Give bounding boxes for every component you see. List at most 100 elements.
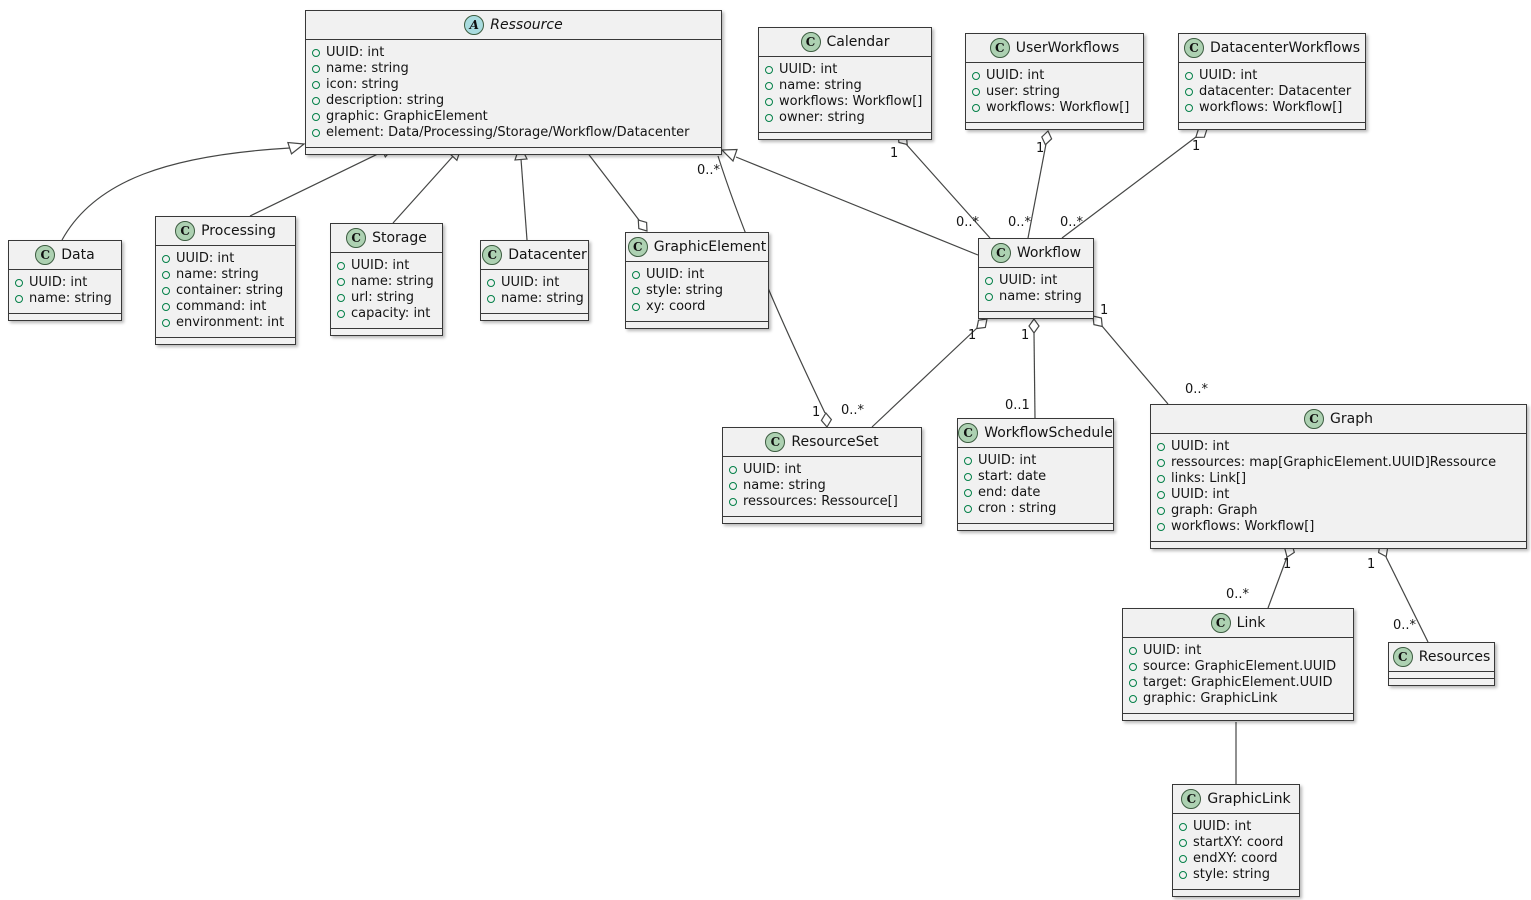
attribute-line: user: string — [972, 84, 1135, 100]
class-title: C Processing — [156, 217, 295, 245]
field-visibility-icon — [1157, 507, 1165, 515]
field-visibility-icon — [1179, 839, 1187, 847]
field-visibility-icon — [765, 114, 773, 122]
multiplicity-label: 1 — [1100, 303, 1108, 318]
attribute-line: description: string — [312, 93, 713, 109]
methods-compartment — [759, 132, 931, 139]
methods-compartment — [966, 122, 1143, 129]
field-visibility-icon — [765, 66, 773, 74]
class-name: Calendar — [826, 34, 890, 50]
attribute-line: UUID: int — [162, 251, 287, 267]
field-visibility-icon — [312, 97, 320, 105]
class-resourceset: C ResourceSet UUID: int name: string res… — [722, 427, 922, 524]
attribute-line: workflows: Workflow[] — [765, 94, 923, 110]
attribute-line: UUID: int — [632, 267, 760, 283]
attribute-line: style: string — [1179, 867, 1291, 883]
class-title: C DatacenterWorkflows — [1179, 34, 1365, 62]
field-visibility-icon — [162, 303, 170, 311]
attribute-line: target: GraphicElement.UUID — [1129, 675, 1345, 691]
attribute-line: name: string — [985, 289, 1085, 305]
field-visibility-icon — [1129, 647, 1137, 655]
field-visibility-icon — [972, 104, 980, 112]
relation-workflow-resourceset: 1 0..* — [841, 318, 988, 428]
field-visibility-icon — [1157, 475, 1165, 483]
attribute-line: UUID: int — [729, 462, 913, 478]
methods-compartment — [979, 311, 1093, 318]
attribute-line: links: Link[] — [1157, 471, 1518, 487]
attribute-line: capacity: int — [337, 306, 434, 322]
methods-compartment — [1173, 889, 1299, 896]
attribute-line: UUID: int — [337, 258, 434, 274]
field-visibility-icon — [1185, 72, 1193, 80]
class-title: C Workflow — [979, 239, 1093, 267]
attribute-line: name: string — [487, 291, 584, 307]
multiplicity-label: 0..* — [956, 215, 980, 230]
field-visibility-icon — [162, 319, 170, 327]
attribute-line: UUID: int — [1129, 643, 1345, 659]
class-name: Data — [61, 247, 95, 263]
field-visibility-icon — [312, 65, 320, 73]
field-visibility-icon — [729, 482, 737, 490]
attribute-line: owner: string — [765, 110, 923, 126]
field-visibility-icon — [632, 271, 640, 279]
relation-processing-extends-ressource — [249, 144, 398, 217]
attribute-line: UUID: int — [972, 68, 1135, 84]
field-visibility-icon — [162, 271, 170, 279]
relation-datacenter-extends-ressource — [514, 143, 528, 241]
class-title: C Link — [1123, 609, 1353, 637]
methods-compartment — [1389, 678, 1494, 685]
attribute-line: UUID: int — [985, 273, 1085, 289]
field-visibility-icon — [1129, 663, 1137, 671]
class-datacenter: C Datacenter UUID: int name: string — [480, 240, 589, 321]
field-visibility-icon — [964, 457, 972, 465]
attribute-line: icon: string — [312, 77, 713, 93]
field-visibility-icon — [632, 287, 640, 295]
attribute-line: UUID: int — [1157, 439, 1518, 455]
class-title: C GraphicLink — [1173, 785, 1299, 813]
relation-workflow-extends-ressource — [720, 148, 979, 256]
methods-compartment — [723, 516, 921, 523]
field-visibility-icon — [337, 262, 345, 270]
field-visibility-icon — [312, 49, 320, 57]
relation-ressource-graphicelement — [579, 142, 648, 232]
class-icon: C — [346, 228, 367, 248]
class-icon: C — [990, 243, 1011, 263]
class-name: Storage — [372, 230, 427, 246]
class-title: C Graph — [1151, 405, 1526, 433]
multiplicity-label: 0..* — [1393, 618, 1417, 633]
attribute-line: datacenter: Datacenter — [1185, 84, 1357, 100]
class-userworkflows: C UserWorkflows UUID: int user: string w… — [965, 33, 1144, 130]
field-visibility-icon — [162, 255, 170, 263]
class-name: Link — [1236, 615, 1266, 631]
relation-graph-resources: 1 0..* — [1367, 543, 1429, 643]
class-name: GraphicElement — [653, 239, 767, 255]
attribute-line: graph: Graph — [1157, 503, 1518, 519]
field-visibility-icon — [1157, 523, 1165, 531]
multiplicity-label: 1 — [1021, 328, 1029, 343]
class-title: C GraphicElement — [626, 233, 768, 261]
attribute-line: ressources: map[GraphicElement.UUID]Ress… — [1157, 455, 1518, 471]
class-resources: C Resources — [1388, 642, 1495, 686]
attribute-line: UUID: int — [765, 62, 923, 78]
attribute-line: style: string — [632, 283, 760, 299]
attribute-line: command: int — [162, 299, 287, 315]
relation-resourceset-ressource: 1 0..* — [697, 155, 833, 429]
abstract-class-icon: A — [464, 15, 485, 35]
field-visibility-icon — [729, 466, 737, 474]
class-graphiclink: C GraphicLink UUID: int startXY: coord e… — [1172, 784, 1300, 897]
field-visibility-icon — [487, 279, 495, 287]
field-visibility-icon — [1157, 443, 1165, 451]
attribute-line: source: GraphicElement.UUID — [1129, 659, 1345, 675]
attribute-line: name: string — [765, 78, 923, 94]
methods-compartment — [156, 337, 295, 344]
attribute-line: ressources: Ressource[] — [729, 494, 913, 510]
attribute-line: name: string — [729, 478, 913, 494]
field-visibility-icon — [1185, 88, 1193, 96]
methods-compartment — [1123, 713, 1353, 720]
attribute-line: workflows: Workflow[] — [1157, 519, 1518, 535]
class-datacenterworkflows: C DatacenterWorkflows UUID: int datacent… — [1178, 33, 1366, 130]
class-workflowschedule: C WorkflowSchedule UUID: int start: date… — [957, 418, 1114, 531]
class-name: GraphicLink — [1207, 791, 1291, 807]
methods-compartment — [9, 313, 121, 320]
